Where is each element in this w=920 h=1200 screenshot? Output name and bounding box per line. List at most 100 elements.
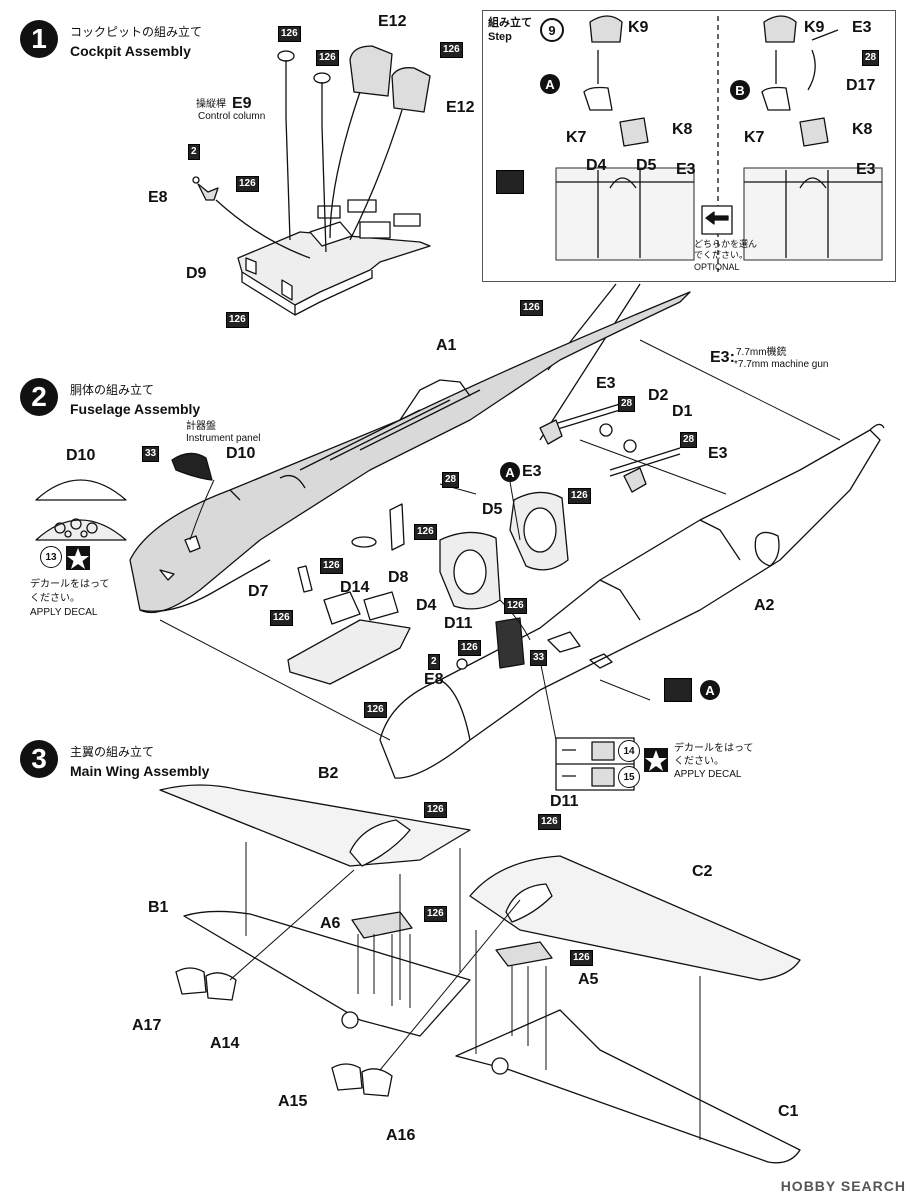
inset-step-number: 9 [540, 18, 564, 42]
paint-code-126: 126 [504, 598, 527, 614]
label-a16: A16 [386, 1127, 416, 1144]
paint-code-126: 126 [440, 42, 463, 58]
inset-drawing [539, 15, 883, 441]
part-e8-drawing [192, 176, 311, 259]
label-a14: A14 [210, 1035, 240, 1052]
label-d8: D8 [388, 569, 409, 586]
label-d10-jp: 計器盤 [186, 421, 216, 432]
decal-note-jp2-right: ください。 [674, 756, 724, 767]
paint-code-28: 28 [680, 432, 698, 448]
paint-code-126: 126 [226, 312, 249, 328]
label-e3-note: E3: [710, 349, 735, 366]
step-3-number: 3 [20, 740, 58, 778]
label-d11: D11 [444, 615, 473, 632]
paint-code-28: 28 [862, 50, 880, 66]
machine-gun-drawings [539, 403, 681, 493]
label-d4: D4 [416, 597, 437, 614]
label-d10: D10 [226, 445, 256, 462]
label-a1: A1 [436, 337, 457, 354]
label-a17: A17 [132, 1017, 162, 1034]
assembly-arrows-step2 [159, 339, 841, 741]
instrument-panel-drawing [35, 452, 213, 541]
decal-note-en: APPLY DECAL [30, 607, 98, 618]
small-parts-drawing [297, 503, 525, 670]
label-e8-step1: E8 [148, 189, 168, 206]
paint-code-126: 126 [424, 906, 447, 922]
optional-note-jp1: どちらかを選ん [694, 239, 758, 249]
label-d4-inset: D4 [586, 157, 607, 174]
decal-note-jp1: デカールをはって [30, 579, 110, 590]
bulkhead-d5-drawing [509, 491, 569, 571]
assembly-arrows-step3 [229, 842, 701, 1140]
seat-drawings [329, 45, 431, 241]
wheel-well-parts-drawing [175, 911, 553, 1097]
step-1-title-en: Cockpit Assembly [70, 43, 191, 59]
inset-step-title-jp: 組み立て [488, 17, 532, 29]
step-1-number: 1 [20, 20, 58, 58]
label-c2: C2 [692, 863, 713, 880]
label-e3-upper: E3 [596, 375, 616, 392]
optional-note-jp2: でください。 [694, 250, 749, 260]
label-e9: E9 [232, 95, 252, 112]
step-2-title-en: Fuselage Assembly [70, 401, 201, 417]
label-e3-inset-b: E3 [852, 19, 872, 36]
paint-code-126: 126 [270, 610, 293, 626]
label-d2: D2 [648, 387, 669, 404]
step-2-title-jp: 胴体の組み立て [70, 383, 155, 397]
label-e3-inset-b2: E3 [856, 161, 876, 178]
label-e3-note-en: *7.7mm machine gun [734, 359, 829, 370]
paint-code-2: 2 [188, 144, 200, 160]
paint-code-33: 33 [142, 446, 160, 462]
label-k9-a: K9 [628, 19, 649, 36]
control-column-drawings [277, 50, 331, 253]
label-k8-a: K8 [672, 121, 693, 138]
cement-symbol [496, 170, 524, 194]
optional-note-en: OPTIONAL [694, 262, 740, 272]
decal-13-marker: 13 [40, 546, 62, 568]
label-e3-gunsight: E3 [522, 463, 542, 480]
step-3-title-en: Main Wing Assembly [70, 763, 210, 779]
label-d9: D9 [186, 265, 207, 282]
label-d11-decal: D11 [550, 793, 579, 810]
paint-code-126: 126 [364, 702, 387, 718]
label-d17: D17 [846, 77, 876, 94]
option-a-marker-gunsight: A [500, 462, 520, 482]
step-2-number: 2 [20, 378, 58, 416]
label-b1: B1 [148, 899, 169, 916]
wing-c2-upper-drawing [469, 855, 801, 981]
decal-note-jp2: ください。 [30, 593, 80, 604]
label-b2: B2 [318, 765, 339, 782]
label-e3-lower: E3 [708, 445, 728, 462]
label-k8-b: K8 [852, 121, 873, 138]
label-c1: C1 [778, 1103, 799, 1120]
bulkhead-d4-drawing [439, 531, 501, 610]
label-d10-en: Instrument panel [186, 433, 261, 444]
cockpit-floor-drawing [237, 199, 431, 316]
paint-code-126: 126 [236, 176, 259, 192]
paint-code-28: 28 [618, 396, 636, 412]
decal-note-en-right: APPLY DECAL [674, 769, 742, 780]
paint-code-126: 126 [458, 640, 481, 656]
label-e8-step2: E8 [424, 671, 444, 688]
wing-b2-upper-drawing [159, 784, 471, 867]
label-d14: D14 [340, 579, 370, 596]
fuselage-right-half-drawing [379, 423, 885, 779]
decal-note-jp1-right: デカールをはって [674, 743, 754, 754]
decal-14-marker: 14 [618, 740, 640, 762]
option-a-marker: A [540, 74, 560, 94]
paint-code-2: 2 [428, 654, 440, 670]
label-a5: A5 [578, 971, 599, 988]
label-k7-b: K7 [744, 129, 765, 146]
decal-star-icon [644, 748, 668, 772]
paint-code-126: 126 [424, 802, 447, 818]
label-e9-jp: 操縦桿 [196, 99, 226, 110]
paint-code-126: 126 [520, 300, 543, 316]
paint-code-28: 28 [442, 472, 460, 488]
decal-star-icon [66, 546, 90, 570]
cement-symbol [664, 678, 692, 702]
label-e9-en: Control column [198, 111, 266, 122]
option-b-marker: B [730, 80, 750, 100]
label-a6: A6 [320, 915, 341, 932]
step-9-option-inset [482, 10, 896, 282]
